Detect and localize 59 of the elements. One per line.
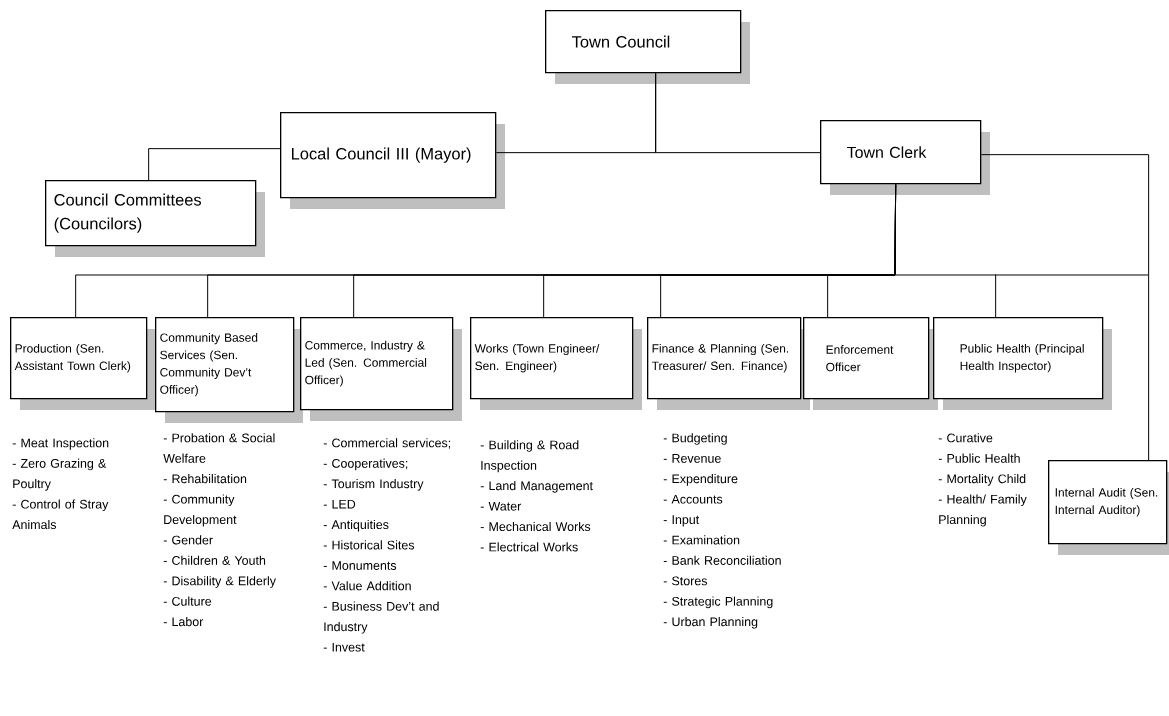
node-label: - Building & Road Inspection	[480, 440, 579, 473]
node-label: - Commercial services;	[323, 438, 451, 449]
node-label: - Antiquities	[323, 519, 389, 532]
node-label: - Revenue	[663, 454, 721, 463]
org-box: Enforcement Officer	[803, 317, 938, 410]
duty-list: - Probation & Social Welfare - Rehabilitation - Community Development - Gender - Children & Youth - Disability & Elderly - Culture - Labor	[163, 433, 276, 627]
node-label: - Urban Planning	[663, 617, 758, 629]
org-box: Public Health (Principal Health Inspector)	[933, 317, 1112, 410]
org-box: Council Committees (Councilors)	[45, 180, 265, 257]
org-box: Works (Town Engineer/ Sen. Engineer)	[470, 317, 642, 410]
node-label: - Bank Reconciliation	[663, 555, 781, 565]
node-label: - Value Addition	[323, 581, 411, 591]
node-label: - Input	[663, 515, 700, 527]
node-label: - Invest	[323, 642, 365, 652]
node-label: - Gender	[163, 535, 213, 545]
node-label: - Mortality Child	[938, 474, 1026, 486]
duty-list: - Meat Inspection - Zero Grazing & Poultry - Control of Stray Animals	[12, 438, 109, 530]
node-label: - Children & Youth	[163, 555, 266, 565]
org-box: Commerce, Industry & Led (Sen. Commercial Officer)	[300, 317, 462, 421]
node-label: - Monuments	[323, 561, 397, 570]
connector-line	[148, 148, 281, 181]
node-label: - Accounts	[663, 494, 723, 504]
connector-line	[980, 154, 1150, 461]
org-box: Internal Audit (Sen. Internal Auditor)	[1048, 460, 1169, 555]
node-label: - Health/ Family Planning	[938, 494, 1027, 527]
connector-line	[655, 72, 821, 154]
org-box: Town Clerk	[820, 120, 990, 195]
node-label: - LED	[323, 499, 356, 509]
duty-list: - Budgeting - Revenue - Expenditure - Accounts - Input - Examination - Bank Reconciliation - Stores - Strategic Planning - Urban Planning	[663, 433, 781, 629]
node-label: - Examination	[663, 535, 740, 545]
org-box: Local Council III (Mayor)	[280, 112, 505, 209]
node-label: - Public Health	[938, 453, 1020, 463]
node-label: - Budgeting	[663, 433, 727, 445]
org-box: Finance & Planning (Sen. Treasurer/ Sen. Finance)	[647, 317, 810, 410]
node-label: - Mechanical Works	[480, 521, 591, 532]
node-label: - Strategic Planning	[663, 596, 773, 609]
node-label: - Rehabilitation	[163, 474, 247, 484]
node-label: - Curative	[938, 433, 993, 443]
node-label: - Probation & Social Welfare	[163, 433, 275, 463]
node-label: - Stores	[663, 576, 708, 586]
duty-list: - Curative - Public Health - Mortality Child - Health/ Family Planning	[938, 433, 1027, 527]
node-label: - Business Dev’t and Industry	[323, 601, 439, 634]
org-box: Community Based Services (Sen. Community Dev’t Officer)	[155, 317, 303, 423]
node-label: - Community Development	[163, 494, 237, 527]
duty-list: - Building & Road Inspection - Land Management - Water - Mechanical Works - Electrical Works	[480, 440, 593, 552]
node-label: - Land Management	[480, 481, 593, 493]
node-label: - Culture	[163, 596, 212, 606]
org-box: Production (Sen. Assistant Town Clerk)	[10, 317, 156, 410]
node-label: - Water	[480, 501, 522, 511]
node-label: - Tourism Industry	[323, 479, 424, 491]
org-box: Town Council	[545, 10, 750, 84]
connector-line	[894, 183, 997, 318]
node-label: - Labor	[163, 617, 204, 627]
node-label: - Expenditure	[663, 474, 738, 486]
node-label: - Cooperatives;	[323, 458, 408, 471]
duty-list: - Commercial services; - Cooperatives; - Tourism Industry - LED - Antiquities - Historical Sites - Monuments - Value Addition - Business Dev’t and Industry - Invest	[323, 438, 451, 652]
node-label: - Electrical Works	[480, 542, 578, 552]
node-label: - Disability & Elderly	[163, 576, 276, 588]
node-label: - Historical Sites	[323, 540, 415, 550]
